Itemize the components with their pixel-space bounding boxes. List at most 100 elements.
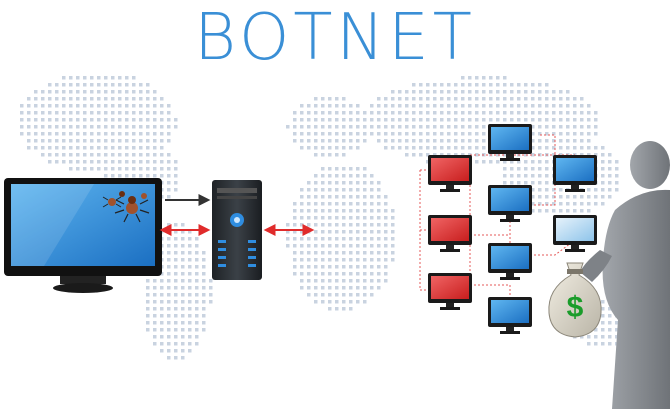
map-dot xyxy=(97,97,101,101)
map-dot xyxy=(335,104,339,108)
map-dot xyxy=(517,118,521,122)
map-dot xyxy=(503,167,507,171)
map-dot xyxy=(321,118,325,122)
map-dot xyxy=(538,188,542,192)
map-dot xyxy=(132,153,136,157)
map-dot xyxy=(328,293,332,297)
bot-monitor xyxy=(488,124,532,161)
map-dot xyxy=(545,132,549,136)
map-dot xyxy=(531,118,535,122)
map-dot xyxy=(377,265,381,269)
map-dot xyxy=(132,76,136,80)
map-dot xyxy=(76,167,80,171)
map-dot xyxy=(153,342,157,346)
map-dot xyxy=(83,111,87,115)
map-dot xyxy=(27,125,31,129)
map-dot xyxy=(125,111,129,115)
map-dot xyxy=(139,90,143,94)
map-dot xyxy=(146,111,150,115)
map-dot xyxy=(146,307,150,311)
map-dot xyxy=(440,83,444,87)
bot-monitor xyxy=(488,297,532,334)
map-dot xyxy=(90,146,94,150)
map-dot xyxy=(48,104,52,108)
map-dot xyxy=(370,265,374,269)
map-dot xyxy=(188,286,192,290)
map-dot xyxy=(587,335,591,339)
map-dot xyxy=(307,146,311,150)
map-dot xyxy=(160,153,164,157)
map-dot xyxy=(566,118,570,122)
map-dot xyxy=(328,272,332,276)
map-dot xyxy=(391,258,395,262)
map-dot xyxy=(202,293,206,297)
map-dot xyxy=(475,90,479,94)
map-dot xyxy=(160,174,164,178)
map-dot xyxy=(293,244,297,248)
map-dot xyxy=(174,321,178,325)
bot-monitor xyxy=(488,185,532,222)
map-dot xyxy=(608,167,612,171)
map-dot xyxy=(349,258,353,262)
map-dot xyxy=(391,132,395,136)
map-dot xyxy=(307,244,311,248)
map-dot xyxy=(335,153,339,157)
map-dot xyxy=(314,153,318,157)
map-dot xyxy=(538,97,542,101)
map-dot xyxy=(90,104,94,108)
map-dot xyxy=(545,125,549,129)
map-dot xyxy=(328,300,332,304)
map-dot xyxy=(321,272,325,276)
map-dot xyxy=(181,356,185,360)
map-dot xyxy=(314,195,318,199)
map-dot xyxy=(356,272,360,276)
map-dot xyxy=(167,286,171,290)
map-dot xyxy=(433,132,437,136)
map-dot xyxy=(433,146,437,150)
map-dot xyxy=(545,195,549,199)
map-dot xyxy=(69,160,73,164)
map-dot xyxy=(566,146,570,150)
map-dot xyxy=(307,188,311,192)
map-dot xyxy=(454,97,458,101)
map-dot xyxy=(167,195,171,199)
map-dot xyxy=(524,97,528,101)
map-dot xyxy=(174,181,178,185)
map-dot xyxy=(356,265,360,269)
map-dot xyxy=(27,139,31,143)
map-dot xyxy=(342,132,346,136)
map-dot xyxy=(349,104,353,108)
map-dot xyxy=(545,174,549,178)
map-dot xyxy=(342,307,346,311)
map-dot xyxy=(517,83,521,87)
map-dot xyxy=(545,104,549,108)
map-dot xyxy=(328,286,332,290)
map-dot xyxy=(307,139,311,143)
map-dot xyxy=(307,223,311,227)
map-dot xyxy=(174,272,178,276)
map-dot xyxy=(524,111,528,115)
map-dot xyxy=(580,202,584,206)
map-dot xyxy=(90,167,94,171)
map-dot xyxy=(160,272,164,276)
map-dot xyxy=(454,111,458,115)
map-dot xyxy=(342,188,346,192)
map-dot xyxy=(132,174,136,178)
map-dot xyxy=(531,195,535,199)
map-dot xyxy=(153,300,157,304)
map-dot xyxy=(160,286,164,290)
map-dot xyxy=(118,174,122,178)
map-dot xyxy=(188,272,192,276)
map-dot xyxy=(202,314,206,318)
map-dot xyxy=(433,97,437,101)
map-dot xyxy=(97,118,101,122)
map-dot xyxy=(517,111,521,115)
command-server xyxy=(212,180,262,280)
map-dot xyxy=(55,90,59,94)
map-dot xyxy=(321,188,325,192)
map-dot xyxy=(160,349,164,353)
map-dot xyxy=(146,286,150,290)
map-dot xyxy=(482,139,486,143)
map-dot xyxy=(76,153,80,157)
map-dot xyxy=(342,279,346,283)
